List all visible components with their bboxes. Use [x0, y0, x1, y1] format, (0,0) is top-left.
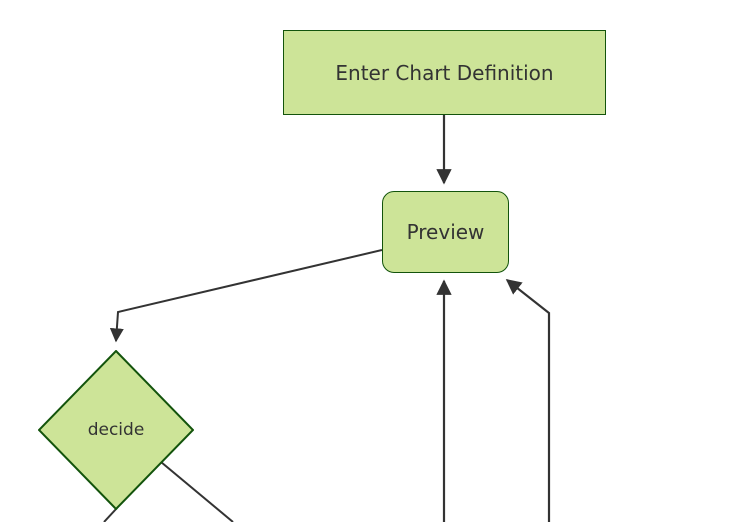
- node-label-enter-chart-definition: Enter Chart Definition: [335, 60, 554, 85]
- node-enter-chart-definition[interactable]: Enter Chart Definition: [283, 30, 606, 115]
- edge-decide-bottom-right: [160, 461, 234, 522]
- node-label-decide: decide: [87, 419, 145, 440]
- node-label-preview: Preview: [406, 220, 485, 244]
- edge-bottom-right-to-preview: [505, 279, 551, 522]
- edge-decide-bottom-left: [103, 507, 118, 522]
- node-preview[interactable]: Preview: [382, 191, 509, 273]
- node-decide[interactable]: decide: [38, 350, 194, 510]
- edge-preview-to-decide: [109, 249, 383, 343]
- diamond-shape-icon: [38, 350, 194, 510]
